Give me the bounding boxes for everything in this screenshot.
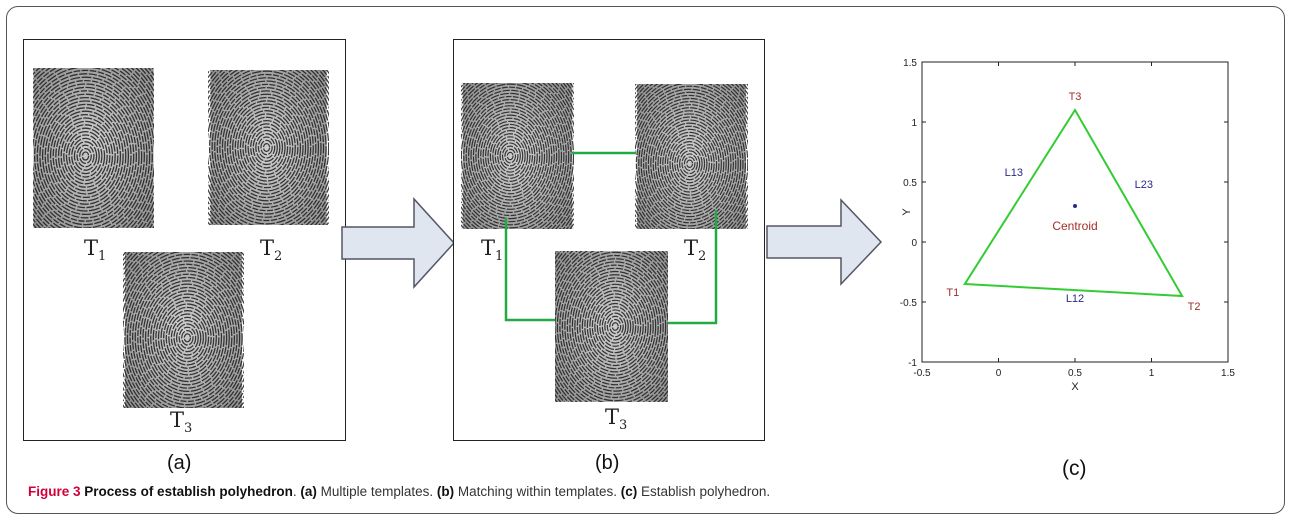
vertex-label-t1: T1 — [946, 287, 959, 299]
fingerprint-image-t3 — [555, 251, 668, 402]
edge-label-l12: L12 — [1066, 293, 1084, 305]
fingerprint-image-t1 — [33, 68, 154, 228]
x-tick-label: -0.5 — [913, 368, 931, 379]
fingerprint-image-t1 — [461, 83, 574, 229]
panel-label-b: (b) — [595, 452, 620, 474]
template-label-t1: T1 — [84, 236, 107, 265]
panel-label-a: (a) — [167, 452, 192, 474]
arrow-right-icon — [766, 198, 883, 286]
plot-area — [921, 61, 1229, 363]
figure-frame — [6, 6, 1285, 514]
vertex-label-t2: T2 — [1188, 301, 1201, 313]
caption-tag-c: (c) — [620, 484, 638, 499]
x-axis-label: X — [1071, 381, 1079, 393]
fingerprint-image-t2 — [208, 70, 329, 225]
caption-text-c: Establish polyhedron. — [637, 484, 771, 499]
edge-label-l23: L23 — [1135, 179, 1153, 191]
matching-links — [504, 151, 718, 325]
panel-a: T1 T2 T3 — [23, 39, 346, 441]
fingerprint-image-t2 — [635, 84, 748, 229]
vertex-label-t3: T3 — [1069, 91, 1082, 103]
x-tick-label: 0.5 — [1068, 368, 1082, 379]
y-tick-label: 0.5 — [903, 178, 917, 189]
centroid-point — [1073, 204, 1077, 208]
y-tick-label: 1 — [911, 118, 917, 129]
template-label-t2: T2 — [260, 236, 283, 265]
caption-tag-a: (a) — [300, 484, 317, 499]
link-t2-t3 — [668, 210, 718, 325]
x-tick-label: 1 — [1149, 368, 1155, 379]
panel-label-c: (c) — [1062, 457, 1087, 480]
panel-b: T1 T2 T3 — [453, 39, 765, 441]
y-tick-label: 1.5 — [903, 58, 917, 69]
x-tick-label: 0 — [996, 368, 1002, 379]
caption-figure-number: Figure 3 — [28, 484, 81, 499]
arrow-right-icon — [341, 197, 456, 289]
centroid-label: Centroid — [1052, 219, 1097, 233]
caption-text-a: Multiple templates. — [316, 484, 437, 499]
template-label-t2: T2 — [684, 236, 707, 265]
edge-label-l13: L13 — [1005, 167, 1023, 179]
y-tick-label: -0.5 — [900, 298, 918, 309]
template-label-t3: T3 — [605, 405, 628, 434]
link-t1-t3 — [504, 218, 555, 322]
figure-caption: Figure 3 Process of establish polyhedron… — [28, 484, 771, 499]
caption-title: Process of establish polyhedron — [84, 484, 293, 499]
y-axis-label: Y — [901, 208, 913, 216]
caption-tag-b: (b) — [436, 484, 455, 499]
template-label-t1: T1 — [481, 236, 504, 265]
y-tick-label: 0 — [911, 238, 917, 249]
fingerprint-image-t3 — [123, 252, 244, 408]
template-label-t3: T3 — [170, 408, 193, 437]
triangle — [963, 108, 1184, 298]
y-tick-label: -1 — [908, 358, 917, 369]
caption-text-b: Matching within templates. — [454, 484, 621, 499]
x-tick-label: 1.5 — [1221, 368, 1235, 379]
